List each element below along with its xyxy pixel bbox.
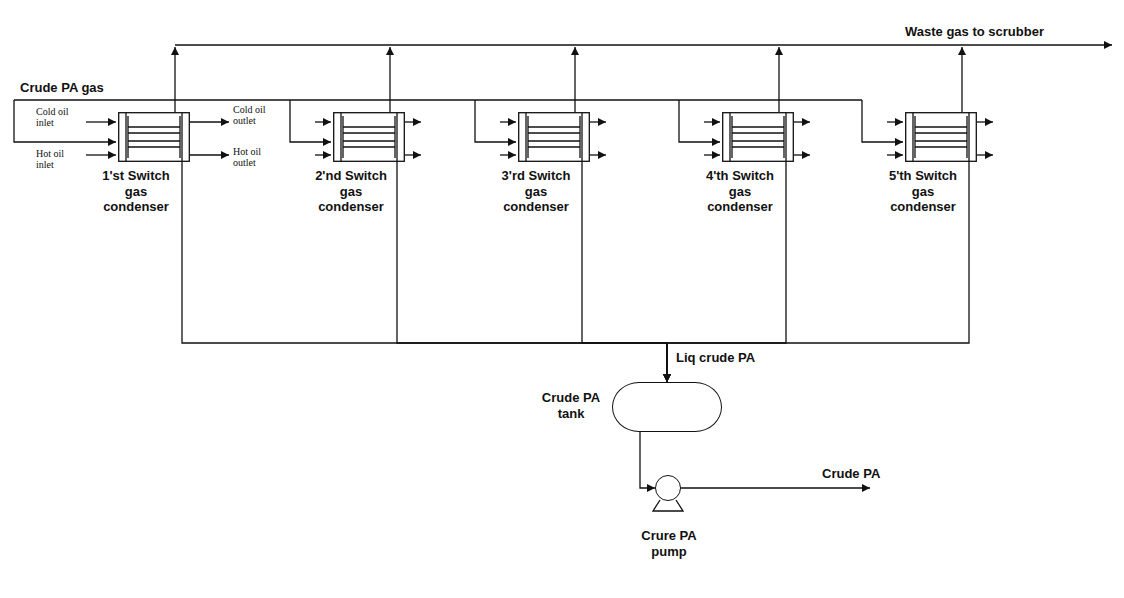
- oil-port: [315, 121, 331, 122]
- oil-port: [704, 121, 720, 122]
- oil-port-label: Hot oil outlet: [233, 146, 281, 168]
- condenser-shell: [118, 112, 190, 162]
- waste-gas-header: [175, 44, 1112, 45]
- oil-port: [86, 121, 116, 122]
- oil-port: [500, 154, 516, 155]
- switch-condenser: 1'st Switch gas condenser: [118, 112, 190, 162]
- gas-feed: [475, 100, 516, 142]
- oil-port-label: Cold oil inlet: [36, 106, 84, 128]
- oil-port: [887, 121, 903, 122]
- gas-feed: [290, 100, 331, 142]
- waste-gas-line: [174, 47, 175, 112]
- oil-port: [794, 154, 810, 155]
- liquid-line: [182, 162, 667, 382]
- switch-condenser: 5'th Switch gas condenser: [905, 112, 977, 162]
- oil-port: [590, 154, 606, 155]
- gas-feed: [679, 100, 720, 142]
- liquid-line: [667, 162, 786, 382]
- oil-port: [86, 154, 116, 155]
- oil-port: [977, 121, 993, 122]
- stream-label: Crude PA gas: [20, 80, 104, 96]
- condenser-shell: [722, 112, 794, 162]
- pump-label: Crure PA pump: [629, 528, 709, 559]
- stream-label: Crude PA: [822, 466, 880, 482]
- oil-port: [190, 154, 229, 155]
- product-line: [681, 487, 870, 488]
- oil-port: [977, 154, 993, 155]
- oil-port: [405, 121, 421, 122]
- liquid-line: [397, 162, 667, 382]
- liquid-line: [640, 432, 655, 488]
- stream-label: Waste gas to scrubber: [905, 24, 1044, 40]
- tank-label: Crude PA tank: [537, 390, 605, 421]
- condenser-shell: [333, 112, 405, 162]
- oil-port: [405, 154, 421, 155]
- oil-port-label: Cold oil outlet: [233, 104, 281, 126]
- stream-label: Liq crude PA: [676, 350, 755, 366]
- oil-port: [315, 154, 331, 155]
- switch-condenser: 4'th Switch gas condenser: [722, 112, 794, 162]
- liquid-line: [582, 162, 667, 382]
- waste-gas-line: [778, 47, 779, 112]
- switch-condenser: 2'nd Switch gas condenser: [333, 112, 405, 162]
- gas-feed: [862, 100, 903, 142]
- equipment-label: 3'rd Switch gas condenser: [496, 168, 576, 215]
- waste-gas-line: [961, 47, 962, 112]
- oil-port: [190, 121, 229, 122]
- equipment-label: 2'nd Switch gas condenser: [311, 168, 391, 215]
- oil-port: [794, 121, 810, 122]
- equipment-label: 1'st Switch gas condenser: [96, 168, 176, 215]
- condenser-shell: [518, 112, 590, 162]
- liquid-line: [667, 162, 969, 382]
- crude-tank: Crude PA tank: [612, 382, 722, 432]
- oil-port: [887, 154, 903, 155]
- waste-gas-line: [389, 47, 390, 112]
- gas-header: [14, 99, 862, 100]
- gas-feed: [14, 100, 116, 142]
- oil-port: [500, 121, 516, 122]
- pump-base: [653, 500, 683, 511]
- waste-gas-line: [574, 47, 575, 112]
- oil-port-label: Hot oil inlet: [36, 148, 84, 170]
- equipment-label: 5'th Switch gas condenser: [883, 168, 963, 215]
- crude-pump: Crure PA pump: [655, 475, 681, 501]
- oil-port: [704, 154, 720, 155]
- equipment-label: 4'th Switch gas condenser: [700, 168, 780, 215]
- condenser-shell: [905, 112, 977, 162]
- switch-condenser: 3'rd Switch gas condenser: [518, 112, 590, 162]
- oil-port: [590, 121, 606, 122]
